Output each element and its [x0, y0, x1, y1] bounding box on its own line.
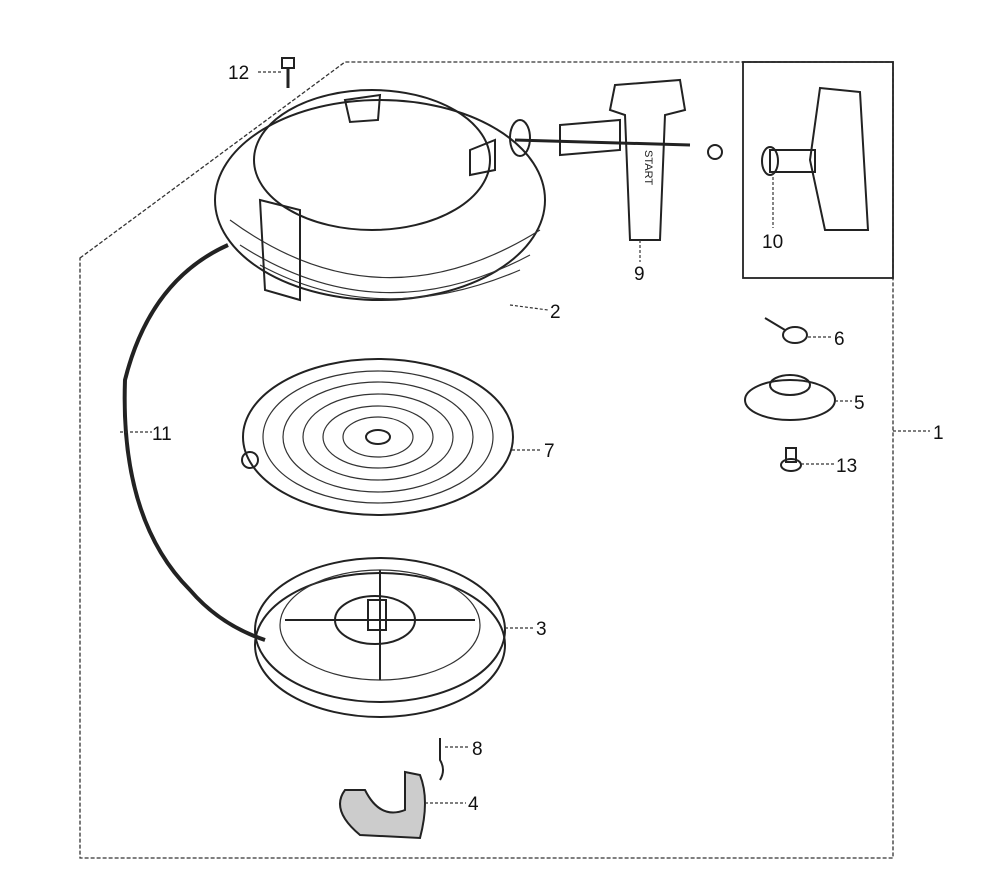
- part-10-starter-grip-alt: [761, 86, 870, 231]
- assembly-boundary: [79, 61, 894, 859]
- callout-9: 9: [634, 264, 645, 285]
- part-7-recoil-spring: [241, 358, 514, 516]
- part-13-setting-screw: [780, 447, 802, 472]
- leader-lines: [120, 71, 930, 804]
- callout-13: 13: [836, 456, 857, 477]
- handle-start-text: START: [642, 150, 654, 185]
- callout-10: 10: [762, 232, 783, 253]
- part-3-reel: [254, 557, 506, 718]
- part-11-starter-rope: [122, 243, 266, 642]
- callout-12: 12: [228, 63, 249, 84]
- callout-7: 7: [544, 441, 555, 462]
- part-2-starter-case: [214, 89, 546, 302]
- part-8-ratchet-spring: [439, 738, 444, 781]
- callout-6: 6: [834, 329, 845, 350]
- part-5-friction-plate: [744, 374, 836, 421]
- callout-11: 11: [152, 424, 172, 445]
- part-12-bolt: [281, 57, 295, 88]
- callout-1: 1: [933, 423, 944, 444]
- callout-2: 2: [550, 302, 561, 323]
- alt-handle-inset-box: [742, 61, 894, 279]
- callout-3: 3: [536, 619, 547, 640]
- callout-8: 8: [472, 739, 483, 760]
- part-6-friction-spring: [764, 317, 808, 344]
- part-4-ratchet: [339, 770, 426, 840]
- callout-5: 5: [854, 393, 865, 414]
- callout-4: 4: [468, 794, 479, 815]
- part-9-starter-grip: START: [509, 78, 723, 241]
